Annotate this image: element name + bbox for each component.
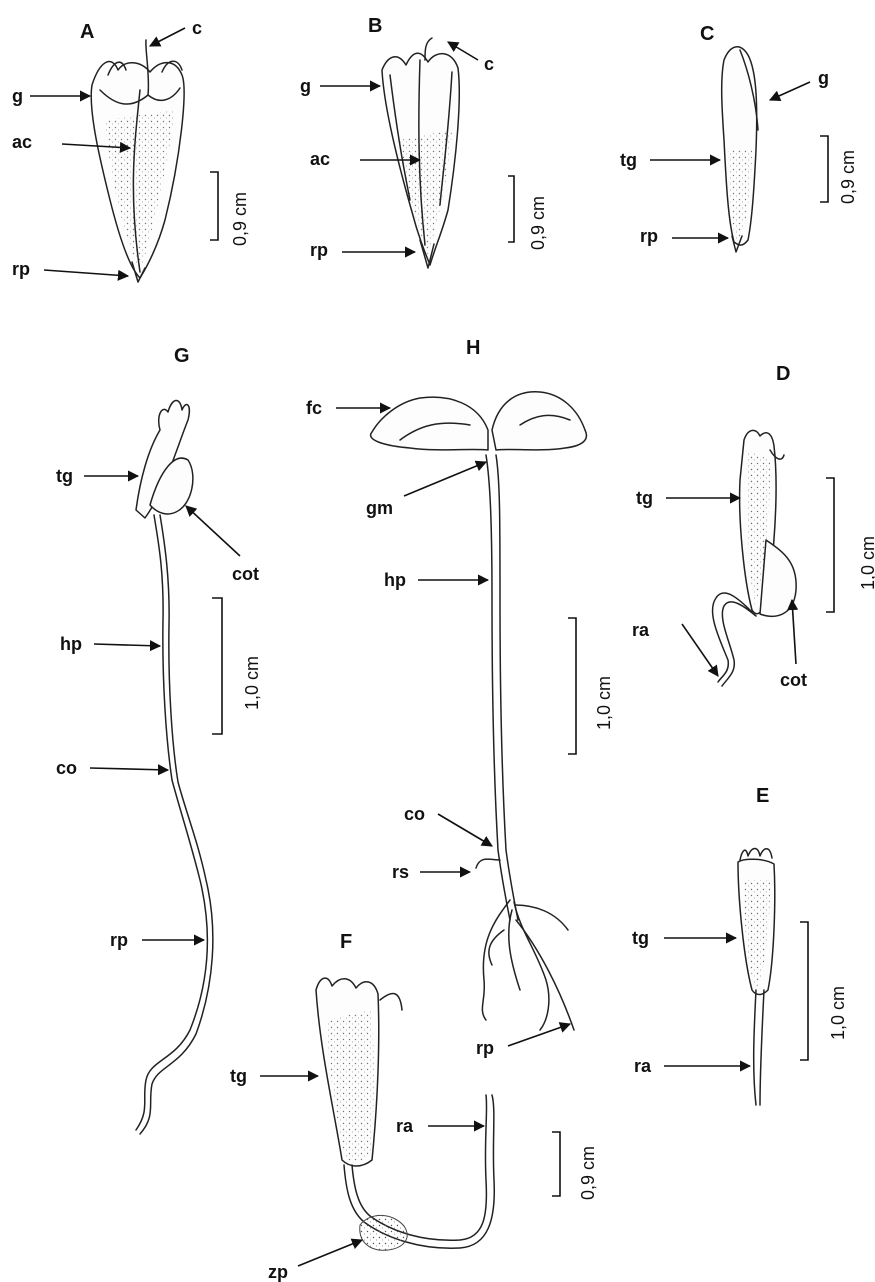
panel-e-scale-label: 1,0 cm — [828, 986, 848, 1040]
panel-d-label-tg: tg — [636, 488, 653, 508]
panel-g-seedling-drawing — [136, 400, 213, 1134]
panel-f-label-zp: zp — [268, 1262, 288, 1282]
panel-a-label-g: g — [12, 86, 23, 106]
panel-f-seedling-drawing — [316, 978, 494, 1250]
panel-g-scale-bar — [212, 598, 222, 734]
panel-d-letter: D — [776, 363, 790, 385]
panel-h-label-co: co — [404, 804, 425, 824]
panel-d: D tg ra cot 1,0 cm — [632, 363, 875, 690]
panel-h-letter: H — [466, 337, 480, 359]
panel-f-scale-bar — [552, 1132, 560, 1196]
panel-f-letter: F — [340, 931, 352, 953]
panel-d-scale-bar — [826, 478, 834, 612]
panel-b-label-c: c — [484, 54, 494, 74]
panel-d-label-ra: ra — [632, 620, 650, 640]
panel-g-scale-label: 1,0 cm — [242, 656, 262, 710]
panel-f-label-ra: ra — [396, 1116, 414, 1136]
panel-f: F tg ra zp 0,9 cm — [230, 931, 598, 1282]
panel-h-label-hp: hp — [384, 570, 406, 590]
panel-g-label-hp: hp — [60, 634, 82, 654]
panel-g-letter: G — [174, 345, 190, 367]
panel-c-scale-label: 0,9 cm — [838, 150, 858, 204]
panel-h-scale-label: 1,0 cm — [594, 676, 614, 730]
panel-b-label-g: g — [300, 76, 311, 96]
panel-g-label-cot: cot — [232, 564, 259, 584]
panel-b-scale-label: 0,9 cm — [528, 196, 548, 250]
panel-c-label-rp: rp — [640, 226, 658, 246]
panel-a-scale-bar — [210, 172, 218, 240]
panel-c-letter: C — [700, 23, 714, 45]
panel-c-seed-drawing — [722, 47, 758, 252]
panel-g-label-tg: tg — [56, 466, 73, 486]
panel-c-scale-bar — [820, 136, 828, 202]
panel-d-scale-label: 1,0 cm — [858, 536, 875, 590]
panel-a: A c g ac rp 0,9 cm — [12, 18, 250, 282]
panel-f-scale-label: 0,9 cm — [578, 1146, 598, 1200]
panel-a-label-c: c — [192, 18, 202, 38]
panel-a-label-rp: rp — [12, 259, 30, 279]
panel-a-scale-label: 0,9 cm — [230, 192, 250, 246]
panel-c-label-g: g — [818, 68, 829, 88]
panel-a-letter: A — [80, 21, 94, 43]
panel-e-letter: E — [756, 785, 769, 807]
panel-e-label-tg: tg — [632, 928, 649, 948]
panel-g-label-rp: rp — [110, 930, 128, 950]
panel-e: E tg ra 1,0 cm — [632, 785, 848, 1105]
panel-h-label-gm: gm — [366, 498, 393, 518]
panel-b-seed-drawing — [382, 38, 459, 268]
panel-a-seed-drawing — [91, 40, 184, 282]
panel-d-label-cot: cot — [780, 670, 807, 690]
panel-d-seedling-drawing — [713, 430, 797, 686]
panel-b-scale-bar — [508, 176, 514, 242]
panel-c-label-tg: tg — [620, 150, 637, 170]
panel-g: G tg cot hp co rp 1,0 cm — [56, 345, 262, 1134]
panel-e-scale-bar — [800, 922, 808, 1060]
panel-h-seedling-drawing — [371, 392, 587, 1030]
panel-b-label-rp: rp — [310, 240, 328, 260]
panel-h-scale-bar — [568, 618, 576, 754]
panel-g-label-co: co — [56, 758, 77, 778]
panel-h-label-rs: rs — [392, 862, 409, 882]
panel-a-label-ac: ac — [12, 132, 32, 152]
panel-b-label-ac: ac — [310, 149, 330, 169]
panel-b-letter: B — [368, 15, 382, 37]
panel-h-label-fc: fc — [306, 398, 322, 418]
panel-b: B c g ac rp 0,9 cm — [300, 15, 548, 268]
panel-f-label-tg: tg — [230, 1066, 247, 1086]
panel-e-label-ra: ra — [634, 1056, 652, 1076]
panel-c: C g tg rp 0,9 cm — [620, 23, 858, 252]
panel-h-label-rp: rp — [476, 1038, 494, 1058]
